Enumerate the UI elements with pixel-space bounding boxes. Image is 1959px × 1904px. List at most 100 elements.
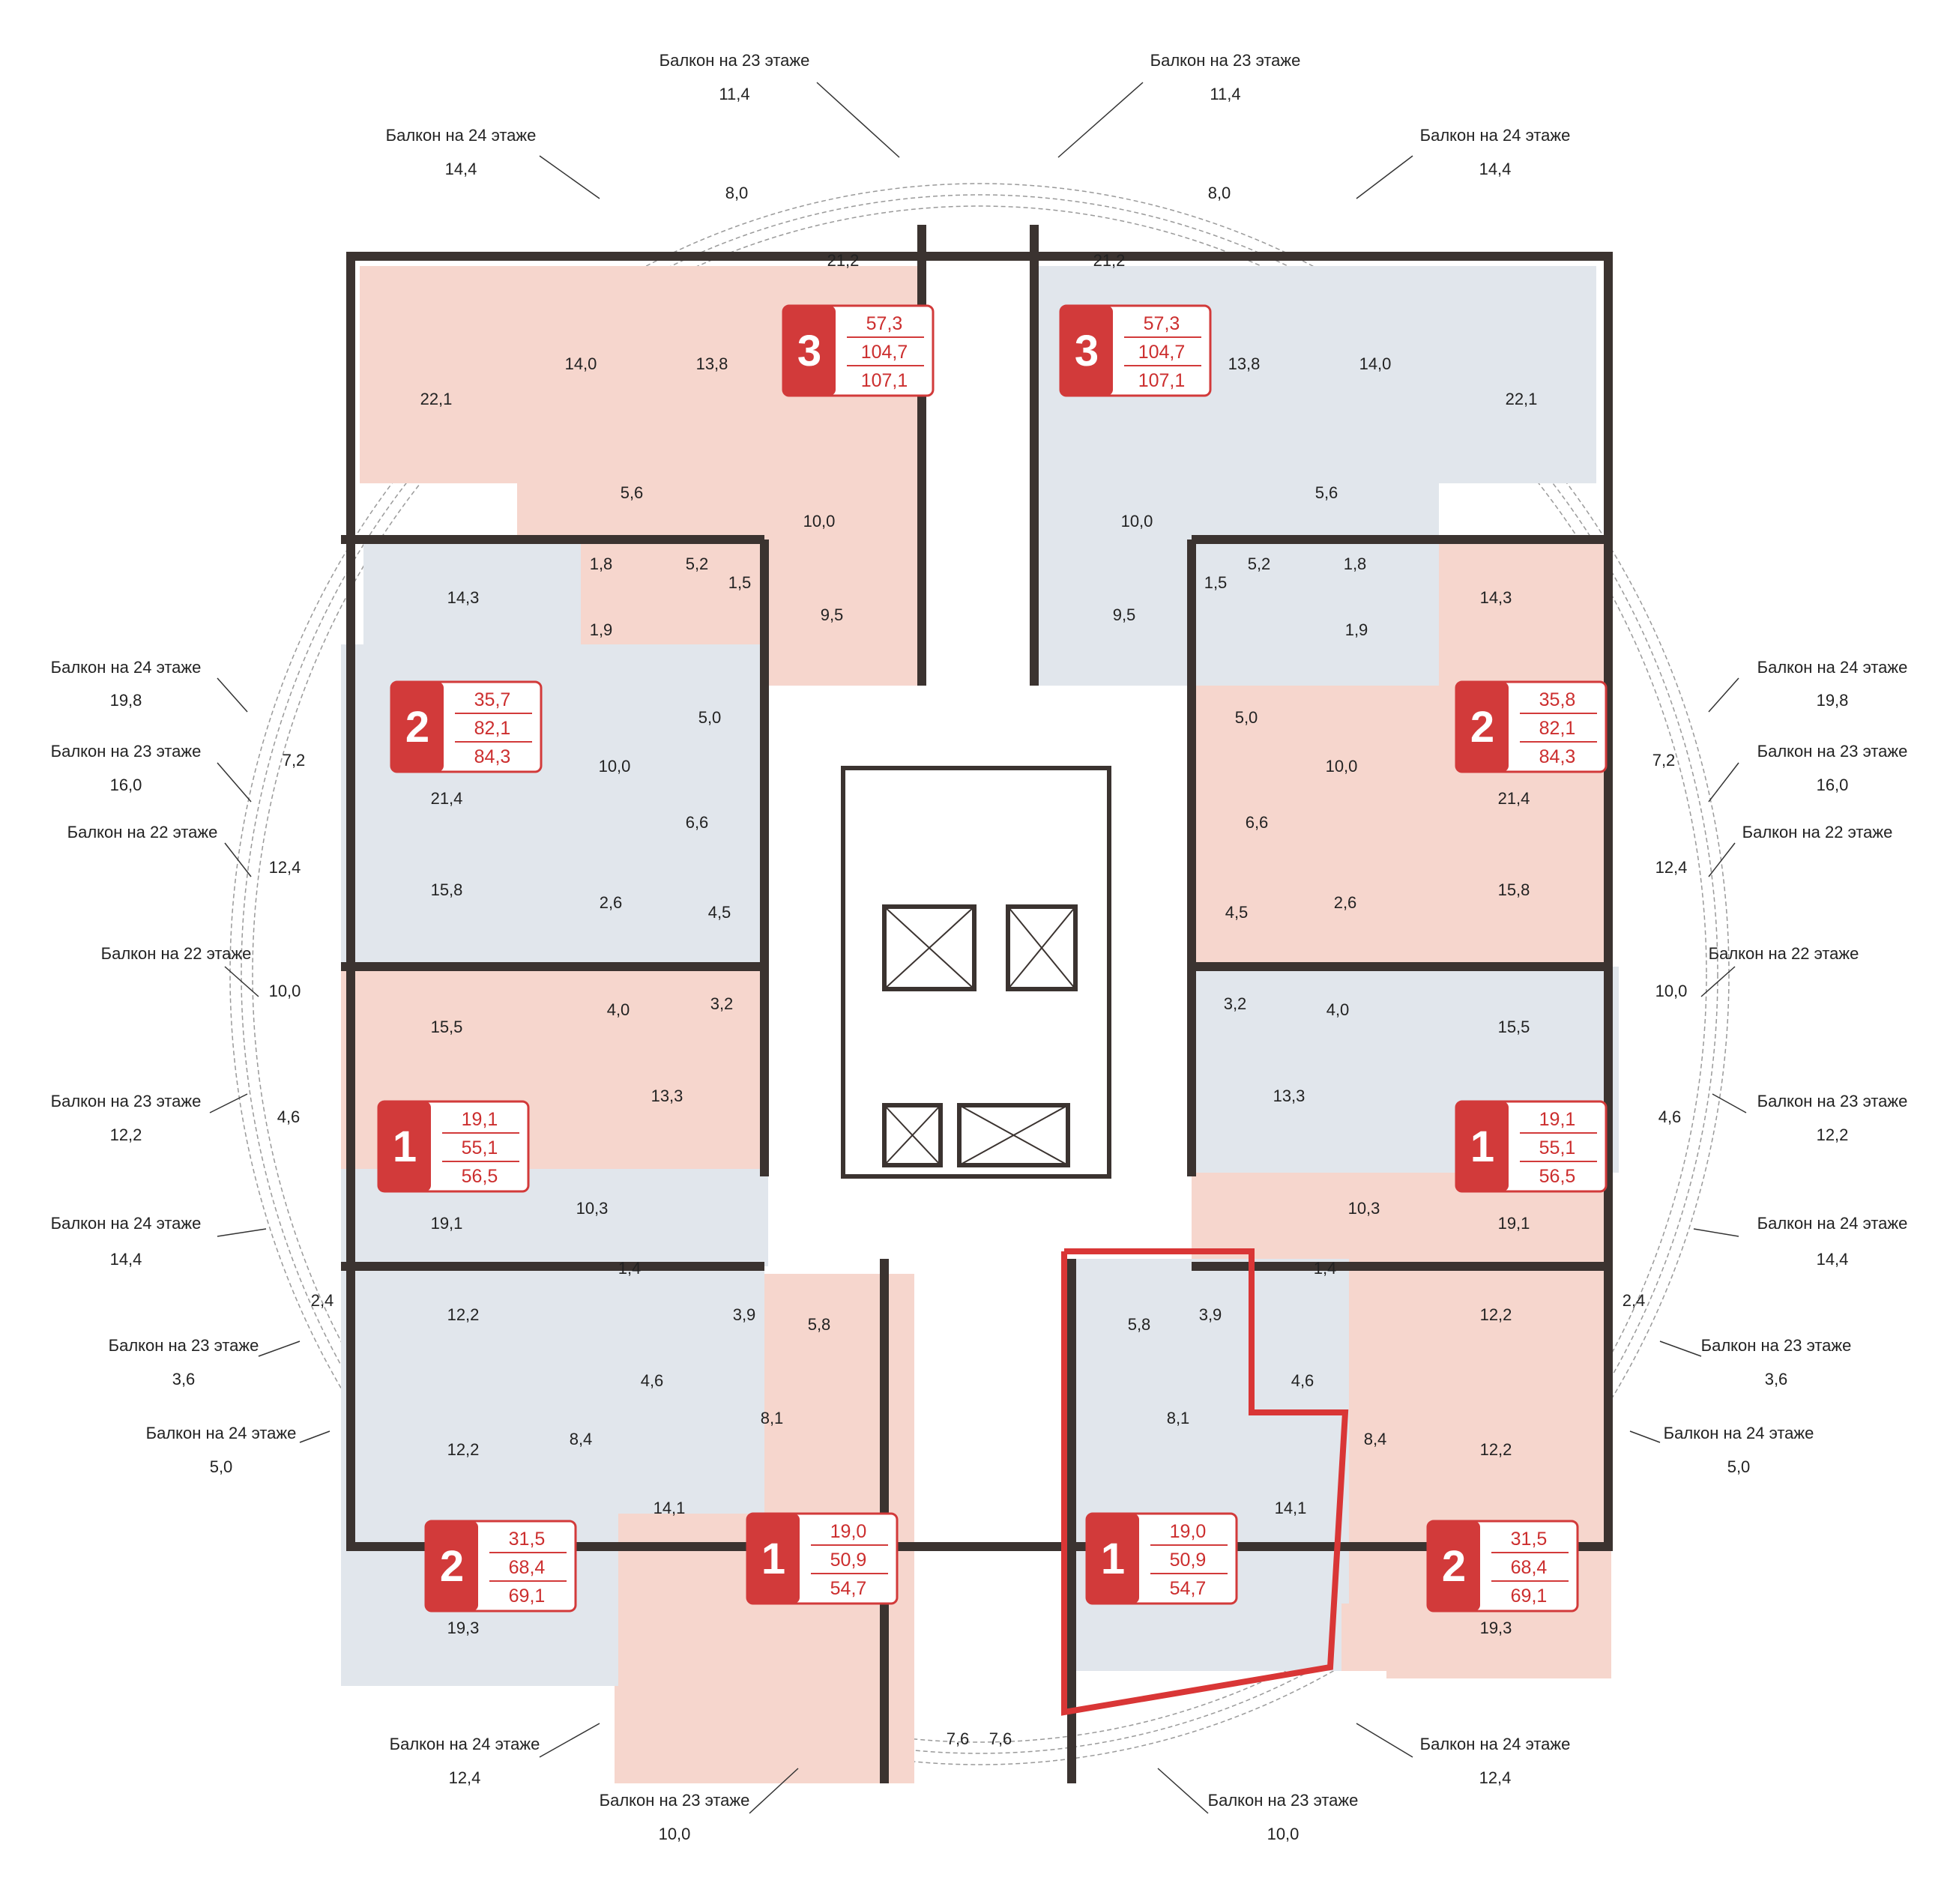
room-area-label: 3,2 <box>710 994 734 1013</box>
badge-area-value: 19,0 <box>830 1521 867 1542</box>
balcony-area-label: 7,6 <box>947 1729 970 1748</box>
room-area-label: 1,4 <box>618 1259 642 1278</box>
badge-area-value: 56,5 <box>1539 1166 1576 1187</box>
room-area-label: 1,4 <box>1314 1259 1337 1278</box>
badge-room-count: 1 <box>1101 1535 1125 1583</box>
room-area-label: 5,8 <box>808 1315 831 1334</box>
room-area-label: 9,5 <box>1113 605 1136 624</box>
balcony-label: Балкон на 22 этаже <box>67 823 218 841</box>
balcony-label: Балкон на 24 этаже <box>1757 1214 1908 1233</box>
balcony-area: 10,0 <box>269 982 301 1000</box>
apartment-badge[interactable]: 119,050,954,7 <box>746 1512 899 1605</box>
room-area-label: 3,9 <box>1199 1305 1222 1324</box>
balcony-area-label: 7,6 <box>989 1729 1012 1748</box>
balcony-area: 12,4 <box>1655 858 1688 877</box>
apartment-badge[interactable]: 231,568,469,1 <box>424 1520 577 1613</box>
room-area-label: 2,6 <box>600 893 623 912</box>
apartment-badge[interactable]: 235,782,184,3 <box>390 680 543 773</box>
room-area-label: 2,6 <box>1334 893 1357 912</box>
apartment-badge[interactable]: 231,568,469,1 <box>1426 1520 1579 1613</box>
room-area-label: 14,1 <box>653 1499 686 1517</box>
room-area-label: 4,6 <box>1291 1371 1314 1390</box>
room-area-label: 21,4 <box>1498 789 1530 808</box>
balcony-label: Балкон на 23 этаже <box>1757 1092 1908 1110</box>
room-area-label: 15,5 <box>1498 1018 1530 1036</box>
room-area-label: 5,0 <box>698 708 722 727</box>
badge-area-value: 56,5 <box>462 1166 498 1187</box>
room-area-label: 21,4 <box>431 789 463 808</box>
badge-room-count: 2 <box>1470 703 1494 752</box>
room-area-label: 8,4 <box>570 1430 593 1448</box>
badge-area-value: 19,0 <box>1170 1521 1207 1542</box>
balcony-area-label: 7,2 <box>283 751 306 770</box>
selected-apartment-outline[interactable] <box>1061 1248 1349 1716</box>
badge-area-value: 82,1 <box>474 718 511 739</box>
room-area-label: 8,4 <box>1364 1430 1387 1448</box>
balcony-area: 10,0 <box>1267 1825 1300 1843</box>
room-area-label: 10,0 <box>1326 757 1358 776</box>
room-area-label: 6,6 <box>686 813 709 832</box>
balcony-area: 14,4 <box>445 160 477 178</box>
apartment-badge[interactable]: 119,155,156,5 <box>377 1100 530 1193</box>
badge-room-count-box <box>426 1521 478 1611</box>
balcony-area: 16,0 <box>1817 776 1849 794</box>
room-area-label: 15,8 <box>1498 880 1530 899</box>
room-area-label: 21,2 <box>1093 251 1126 270</box>
room-area-label: 6,6 <box>1246 813 1269 832</box>
apartment-badges: 357,3104,7107,1357,3104,7107,1235,782,18… <box>377 304 1608 1613</box>
balcony-area: 12,4 <box>1479 1768 1512 1787</box>
balcony-label: Балкон на 24 этаже <box>1664 1424 1814 1442</box>
room-area-label: 8,1 <box>761 1409 784 1427</box>
room-area-label: 3,9 <box>733 1305 756 1324</box>
room-area-label: 5,0 <box>1235 708 1258 727</box>
balcony-label: Балкон на 24 этаже <box>1420 1735 1571 1753</box>
badge-room-count: 2 <box>440 1542 464 1591</box>
badge-room-count-box <box>747 1514 800 1604</box>
balcony-area: 19,8 <box>110 691 142 710</box>
balcony-area-label: 7,2 <box>1652 751 1676 770</box>
badge-area-value: 84,3 <box>474 746 511 767</box>
badge-area-value: 57,3 <box>866 313 903 334</box>
room-area-label: 12,2 <box>447 1440 480 1459</box>
room-area-label: 22,1 <box>1506 390 1538 408</box>
balcony-label: Балкон на 24 этаже <box>1420 126 1571 145</box>
badge-room-count-box <box>1456 682 1509 772</box>
elevator-cross <box>884 906 1076 1166</box>
balcony-label: Балкон на 23 этаже <box>109 1336 259 1355</box>
balcony-area-label: 2,4 <box>1623 1291 1646 1310</box>
room-area-label: 15,5 <box>431 1018 463 1036</box>
apartment-badge[interactable]: 119,050,954,7 <box>1085 1512 1238 1605</box>
room-area-label: 14,3 <box>1480 588 1512 607</box>
badge-area-value: 68,4 <box>1511 1557 1548 1578</box>
balcony-area: 16,0 <box>110 776 142 794</box>
badge-area-value: 107,1 <box>861 370 908 391</box>
apartment-badge[interactable]: 235,882,184,3 <box>1455 680 1608 773</box>
room-area-label: 5,6 <box>621 483 644 502</box>
apartment-badge[interactable]: 119,155,156,5 <box>1455 1100 1608 1193</box>
balcony-label: Балкон на 23 этаже <box>1150 51 1301 70</box>
room-area-label: 1,8 <box>1344 554 1367 573</box>
badge-area-value: 19,1 <box>462 1109 498 1130</box>
badge-room-count: 2 <box>1442 1542 1466 1591</box>
room-area-label: 12,2 <box>1480 1305 1512 1324</box>
badge-area-value: 57,3 <box>1144 313 1180 334</box>
room-area-label: 4,6 <box>641 1371 664 1390</box>
room-area-label: 19,3 <box>1480 1619 1512 1637</box>
